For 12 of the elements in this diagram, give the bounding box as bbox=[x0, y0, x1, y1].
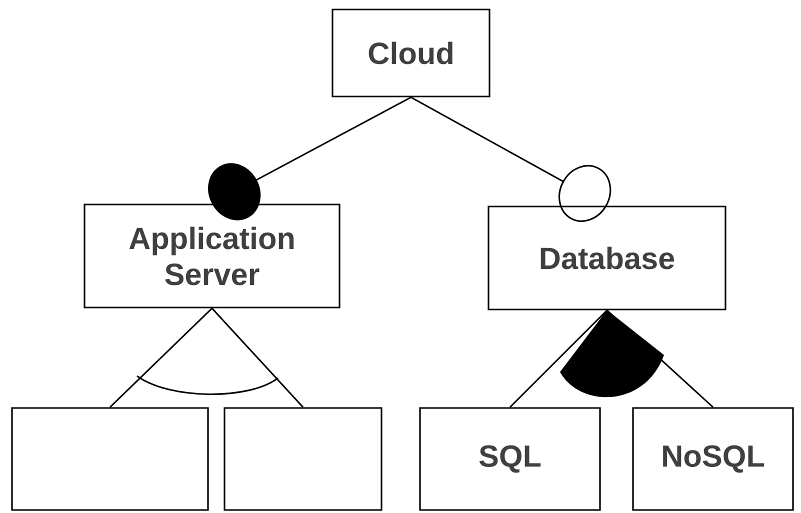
feature-box: NoSQL bbox=[632, 407, 794, 511]
feature-box: SQL bbox=[419, 407, 601, 511]
empty-box bbox=[224, 407, 382, 511]
feature-box: Cloud bbox=[332, 8, 490, 98]
feature-box: Application Server bbox=[84, 204, 340, 308]
feature-box: Database bbox=[488, 206, 726, 310]
connector bbox=[208, 96, 412, 220]
connector bbox=[109, 308, 213, 408]
connector bbox=[410, 96, 612, 222]
connector bbox=[211, 308, 304, 408]
connector bbox=[509, 310, 608, 408]
empty-box bbox=[11, 407, 209, 511]
